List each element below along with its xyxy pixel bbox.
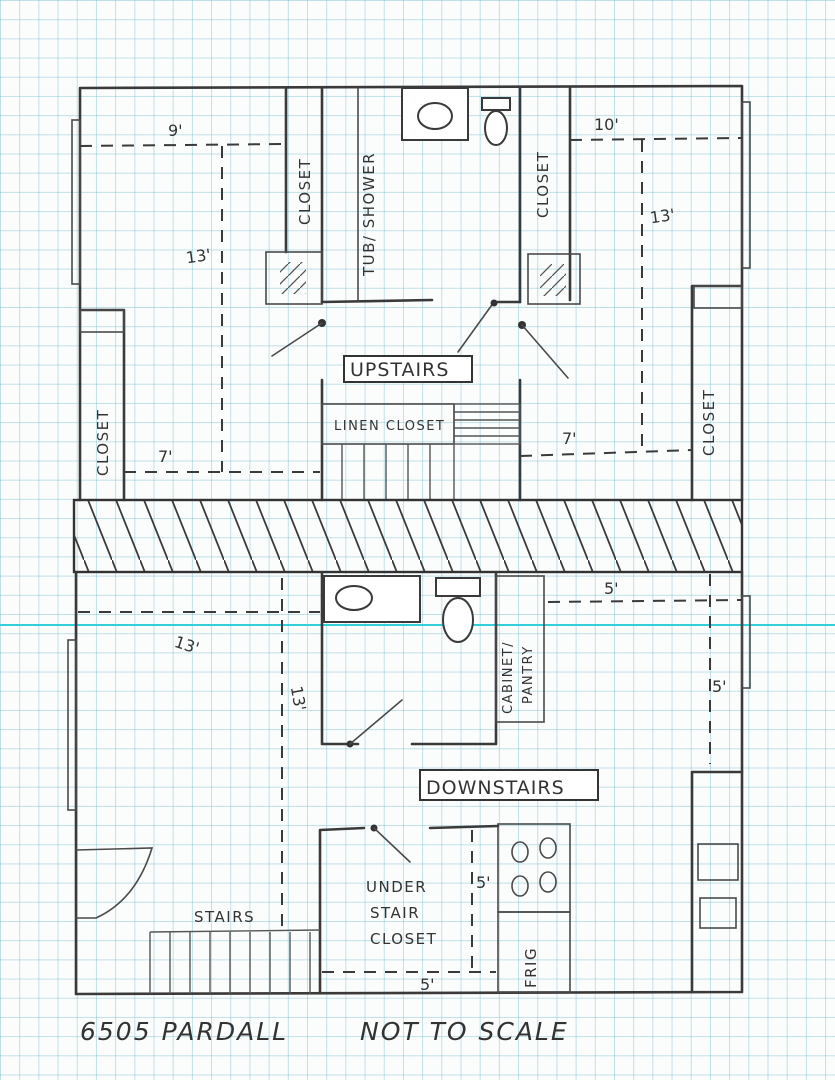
upstairs-stairs bbox=[341, 403, 521, 500]
under-stair-label-1: UNDER bbox=[366, 878, 427, 896]
cabinet-pantry bbox=[495, 575, 545, 723]
downstairs-stairs bbox=[149, 929, 321, 994]
dim-under-stair-side: 5' bbox=[476, 873, 491, 892]
window bbox=[67, 639, 77, 811]
refrigerator bbox=[497, 911, 571, 993]
dim-right-closet: 7' bbox=[562, 429, 577, 448]
linen-closet-label: LINEN CLOSET bbox=[334, 419, 445, 434]
downstairs-floor: 13' 13' CABINET/ PANTRY 5' 5' DOWNSTAIRS bbox=[67, 570, 751, 996]
dim-living-length: 13' bbox=[287, 685, 310, 713]
appliance bbox=[697, 843, 739, 881]
dim-left-closet: 7' bbox=[158, 447, 173, 466]
stairs-label: STAIRS bbox=[194, 908, 255, 926]
floor-separator bbox=[72, 498, 744, 574]
dim-right-bedroom-length: 13' bbox=[649, 205, 676, 227]
left-side-closet-label: CLOSET bbox=[94, 409, 112, 476]
footer-note: NOT TO SCALE bbox=[360, 1017, 569, 1046]
toilet bbox=[481, 97, 511, 111]
window bbox=[741, 101, 751, 269]
dresser bbox=[527, 253, 581, 305]
window bbox=[741, 595, 751, 689]
dim-under-stair-bottom: 5' bbox=[420, 975, 435, 994]
upstairs-floor: 9' 13' CLOSET CLOSET 7' TUB/ SHOWER CLOS… bbox=[71, 84, 751, 502]
toilet bbox=[435, 577, 481, 597]
dim-kitchen-side: 5' bbox=[712, 677, 727, 696]
tub-shower-label: TUB/ SHOWER bbox=[360, 152, 378, 277]
right-top-closet-label: CLOSET bbox=[534, 151, 552, 218]
upstairs-label: UPSTAIRS bbox=[350, 359, 449, 381]
dim-kitchen-top: 5' bbox=[604, 579, 619, 598]
window bbox=[71, 119, 81, 285]
upstairs-label-box bbox=[343, 355, 473, 383]
bathroom-wall bbox=[320, 86, 522, 304]
dim-left-bedroom-length: 13' bbox=[185, 245, 212, 267]
under-stair-label-2: STAIR bbox=[370, 904, 420, 922]
dim-left-bedroom-width: 9' bbox=[168, 121, 183, 140]
appliance bbox=[699, 897, 737, 929]
dim-right-bedroom-width: 10' bbox=[594, 115, 619, 134]
footer-address: 6505 PARDALL bbox=[80, 1017, 288, 1046]
under-stair-closet-wall bbox=[318, 824, 500, 994]
pantry-label-1: CABINET/ bbox=[501, 641, 516, 714]
frig-label: FRIG bbox=[522, 947, 540, 988]
under-stair-label-3: CLOSET bbox=[370, 930, 437, 948]
dim-living-width: 13' bbox=[172, 632, 201, 658]
entry-door bbox=[75, 847, 154, 919]
kitchen-counter bbox=[690, 770, 744, 994]
pantry-label-2: PANTRY bbox=[521, 645, 536, 704]
right-side-closet-label: CLOSET bbox=[700, 389, 718, 456]
downstairs-label: DOWNSTAIRS bbox=[426, 777, 565, 799]
dresser bbox=[265, 251, 323, 305]
left-top-closet-label: CLOSET bbox=[296, 158, 314, 225]
stove bbox=[497, 823, 571, 913]
downstairs-label-box bbox=[419, 769, 599, 801]
